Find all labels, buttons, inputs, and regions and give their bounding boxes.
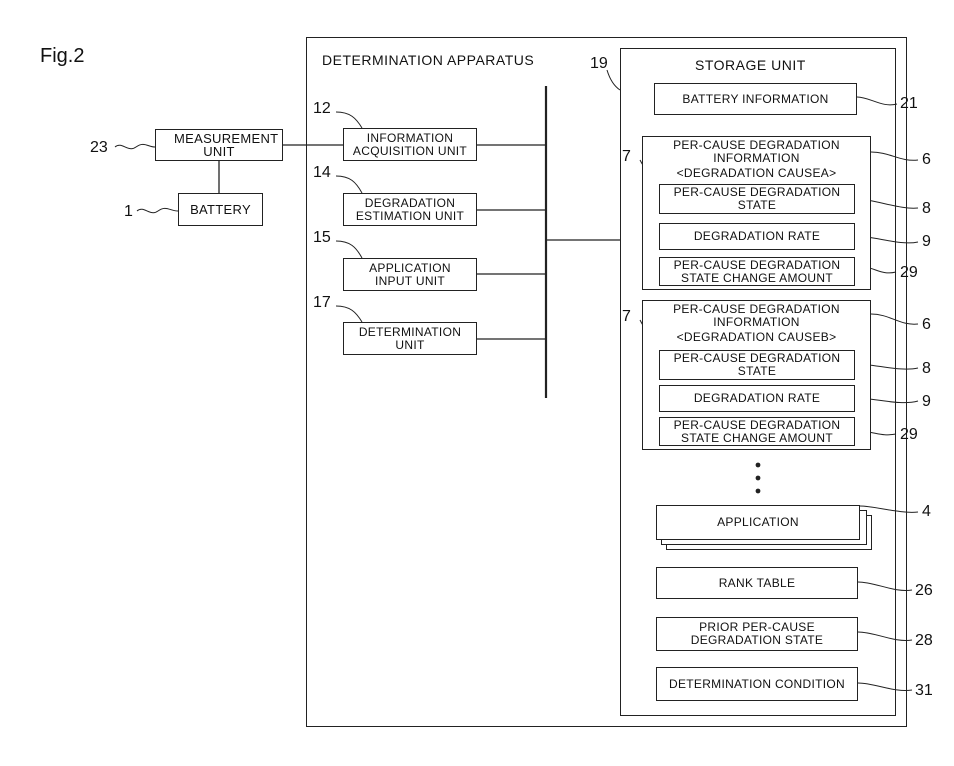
battery-ref: 1: [124, 203, 133, 221]
rank-table-label: RANK TABLE: [719, 577, 796, 590]
group-b-cause: <DEGRADATION CAUSEB>: [643, 331, 870, 344]
group-b-change-box: PER-CAUSE DEGRADATION STATE CHANGE AMOUN…: [659, 417, 855, 446]
group-a-head: PER-CAUSE DEGRADATION INFORMATION: [643, 139, 870, 165]
measurement-unit-ref: 23: [90, 139, 108, 157]
group-b-rate-ref: 9: [922, 393, 931, 411]
battery-information-label: BATTERY INFORMATION: [682, 93, 828, 106]
group-a-cause: <DEGRADATION CAUSEA>: [643, 167, 870, 180]
degradation-estimation-unit-label: DEGRADATION ESTIMATION UNIT: [347, 197, 473, 223]
determination-apparatus-title: DETERMINATION APPARATUS: [322, 52, 534, 68]
group-b-cause-ref: 7: [622, 308, 631, 326]
group-a-change-box: PER-CAUSE DEGRADATION STATE CHANGE AMOUN…: [659, 257, 855, 286]
group-a-rate-label: DEGRADATION RATE: [694, 230, 820, 243]
degradation-estimation-unit-ref: 14: [313, 164, 331, 182]
rank-table-box: RANK TABLE: [656, 567, 858, 599]
figure-label: Fig.2: [40, 45, 84, 68]
group-b-rate-box: DEGRADATION RATE: [659, 385, 855, 412]
storage-unit-title: STORAGE UNIT: [695, 57, 806, 73]
group-a-state-label: PER-CAUSE DEGRADATION STATE: [667, 186, 847, 212]
application-ref: 4: [922, 503, 931, 521]
battery-label: BATTERY: [190, 203, 251, 216]
determination-condition-box: DETERMINATION CONDITION: [656, 667, 858, 701]
prior-state-box: PRIOR PER-CAUSE DEGRADATION STATE: [656, 617, 858, 651]
degradation-estimation-unit-box: DEGRADATION ESTIMATION UNIT: [343, 193, 477, 226]
measurement-unit-box: MEASUREMENT UNIT: [155, 129, 283, 161]
group-b-head: PER-CAUSE DEGRADATION INFORMATION: [643, 303, 870, 329]
leader-1: [137, 208, 178, 212]
group-a-cause-ref: 7: [622, 148, 631, 166]
prior-state-label: PRIOR PER-CAUSE DEGRADATION STATE: [672, 621, 842, 647]
group-a-rate-box: DEGRADATION RATE: [659, 223, 855, 250]
group-a-state-ref: 8: [922, 200, 931, 218]
group-b-change-label: PER-CAUSE DEGRADATION STATE CHANGE AMOUN…: [661, 419, 853, 445]
prior-state-ref: 28: [915, 632, 933, 650]
determination-unit-box: DETERMINATION UNIT: [343, 322, 477, 355]
group-b-change-ref: 29: [900, 426, 918, 444]
determination-unit-ref: 17: [313, 294, 331, 312]
group-a-state-box: PER-CAUSE DEGRADATION STATE: [659, 184, 855, 214]
group-b-state-box: PER-CAUSE DEGRADATION STATE: [659, 350, 855, 380]
measurement-unit-label: MEASUREMENT UNIT: [174, 132, 264, 158]
application-input-unit-box: APPLICATION INPUT UNIT: [343, 258, 477, 291]
leader-23: [115, 144, 155, 148]
group-b-rate-label: DEGRADATION RATE: [694, 392, 820, 405]
information-acquisition-unit-label: INFORMATION ACQUISITION UNIT: [347, 132, 473, 158]
battery-information-box: BATTERY INFORMATION: [654, 83, 857, 115]
group-b-state-label: PER-CAUSE DEGRADATION STATE: [667, 352, 847, 378]
battery-box: BATTERY: [178, 193, 263, 226]
determination-condition-ref: 31: [915, 682, 933, 700]
application-input-unit-ref: 15: [313, 229, 331, 247]
information-acquisition-unit-box: INFORMATION ACQUISITION UNIT: [343, 128, 477, 161]
group-b-state-ref: 8: [922, 360, 931, 378]
group-a-change-ref: 29: [900, 264, 918, 282]
battery-information-ref: 21: [900, 95, 918, 113]
application-box: APPLICATION: [656, 505, 860, 540]
group-a-change-label: PER-CAUSE DEGRADATION STATE CHANGE AMOUN…: [661, 259, 853, 285]
storage-unit-ref: 19: [590, 55, 608, 73]
group-b-ref: 6: [922, 316, 931, 334]
group-a-rate-ref: 9: [922, 233, 931, 251]
group-a-ref: 6: [922, 151, 931, 169]
application-label: APPLICATION: [717, 516, 799, 529]
determination-condition-label: DETERMINATION CONDITION: [669, 678, 845, 691]
application-input-unit-label: APPLICATION INPUT UNIT: [360, 262, 460, 288]
determination-unit-label: DETERMINATION UNIT: [355, 326, 465, 352]
information-acquisition-unit-ref: 12: [313, 100, 331, 118]
rank-table-ref: 26: [915, 582, 933, 600]
